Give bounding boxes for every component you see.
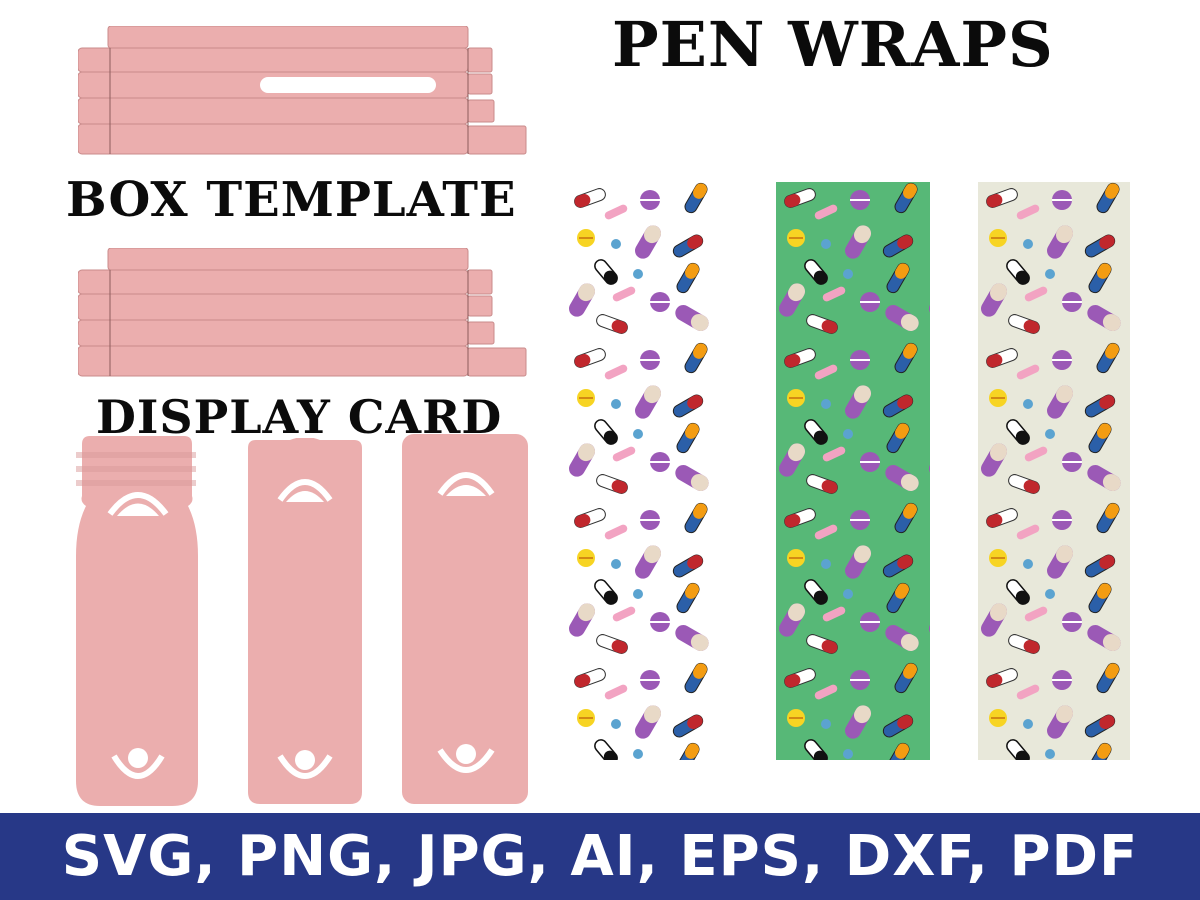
box-template-label: BOX TEMPLATE bbox=[66, 172, 517, 228]
pen-wrap-cream bbox=[978, 182, 1130, 760]
pen-wrap-green bbox=[776, 182, 930, 760]
box-template-2-diagram bbox=[78, 248, 527, 377]
formats-banner: SVG, PNG, JPG, AI, EPS, DXF, PDF bbox=[0, 813, 1200, 900]
formats-text: SVG, PNG, JPG, AI, EPS, DXF, PDF bbox=[61, 824, 1139, 889]
box-window-slot bbox=[260, 77, 436, 93]
display-card-label: DISPLAY CARD bbox=[96, 390, 503, 444]
display-card-rect bbox=[402, 434, 528, 804]
pen-wrap-white bbox=[566, 182, 718, 760]
display-card-tab bbox=[248, 438, 362, 804]
box-template-diagram bbox=[78, 26, 527, 155]
display-card-bottle bbox=[76, 436, 198, 806]
pen-wraps-title: PEN WRAPS bbox=[612, 8, 1054, 81]
